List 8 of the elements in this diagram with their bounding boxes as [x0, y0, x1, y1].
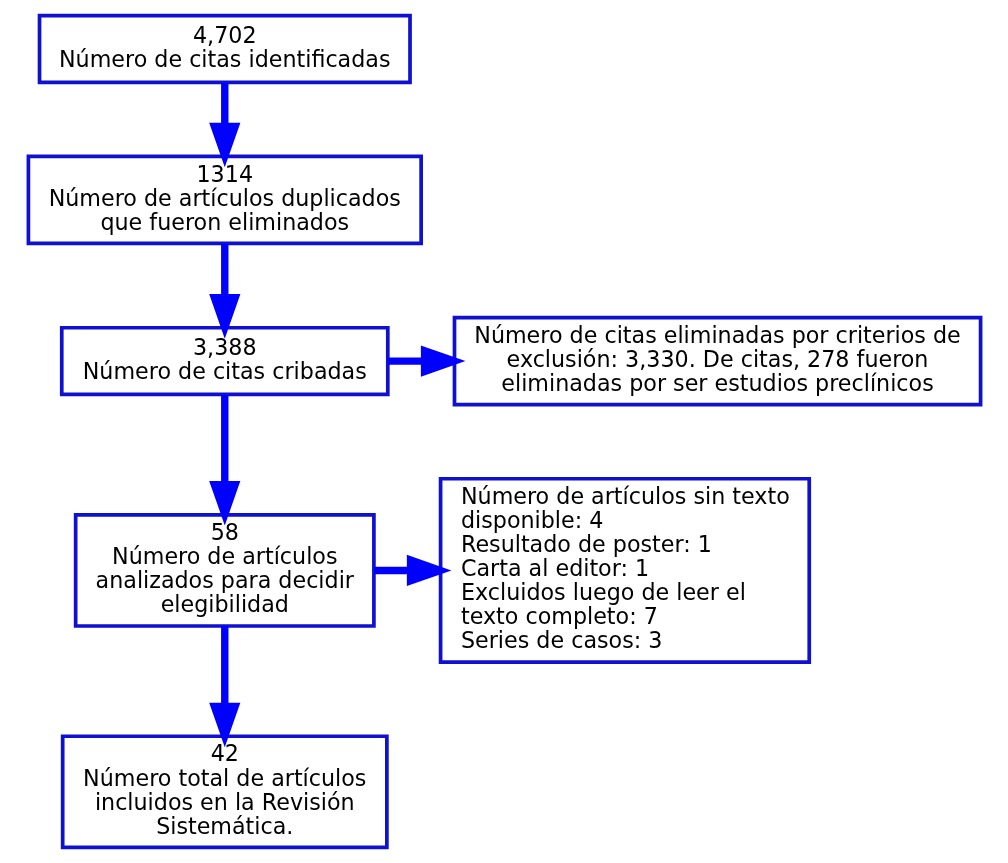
node-box: 4,702 Número de citas identificadas — [37, 13, 412, 85]
node-box: Número de artículos sin texto disponible: 4 Resultado de poster: 1 Carta al editor: 1 Excluidos luego de leer el texto completo: 7 Series de casos: 3 — [438, 476, 811, 664]
node-box: 42 Número total de artículos incluidos en la Revisión Sistemática. — [60, 734, 389, 850]
node-box: 3,388 Número de citas cribadas — [59, 325, 390, 397]
node-box: 1314 Número de artículos duplicados que fueron eliminados — [26, 154, 423, 246]
node-box: 58 Número de artículos analizados para decidir elegibilidad — [73, 513, 376, 628]
node-box: Número de citas eliminadas por criterios de exclusión: 3,330. De citas, 278 fueron eliminadas por ser estudios preclínicos — [452, 315, 982, 407]
arrow — [208, 82, 240, 168]
